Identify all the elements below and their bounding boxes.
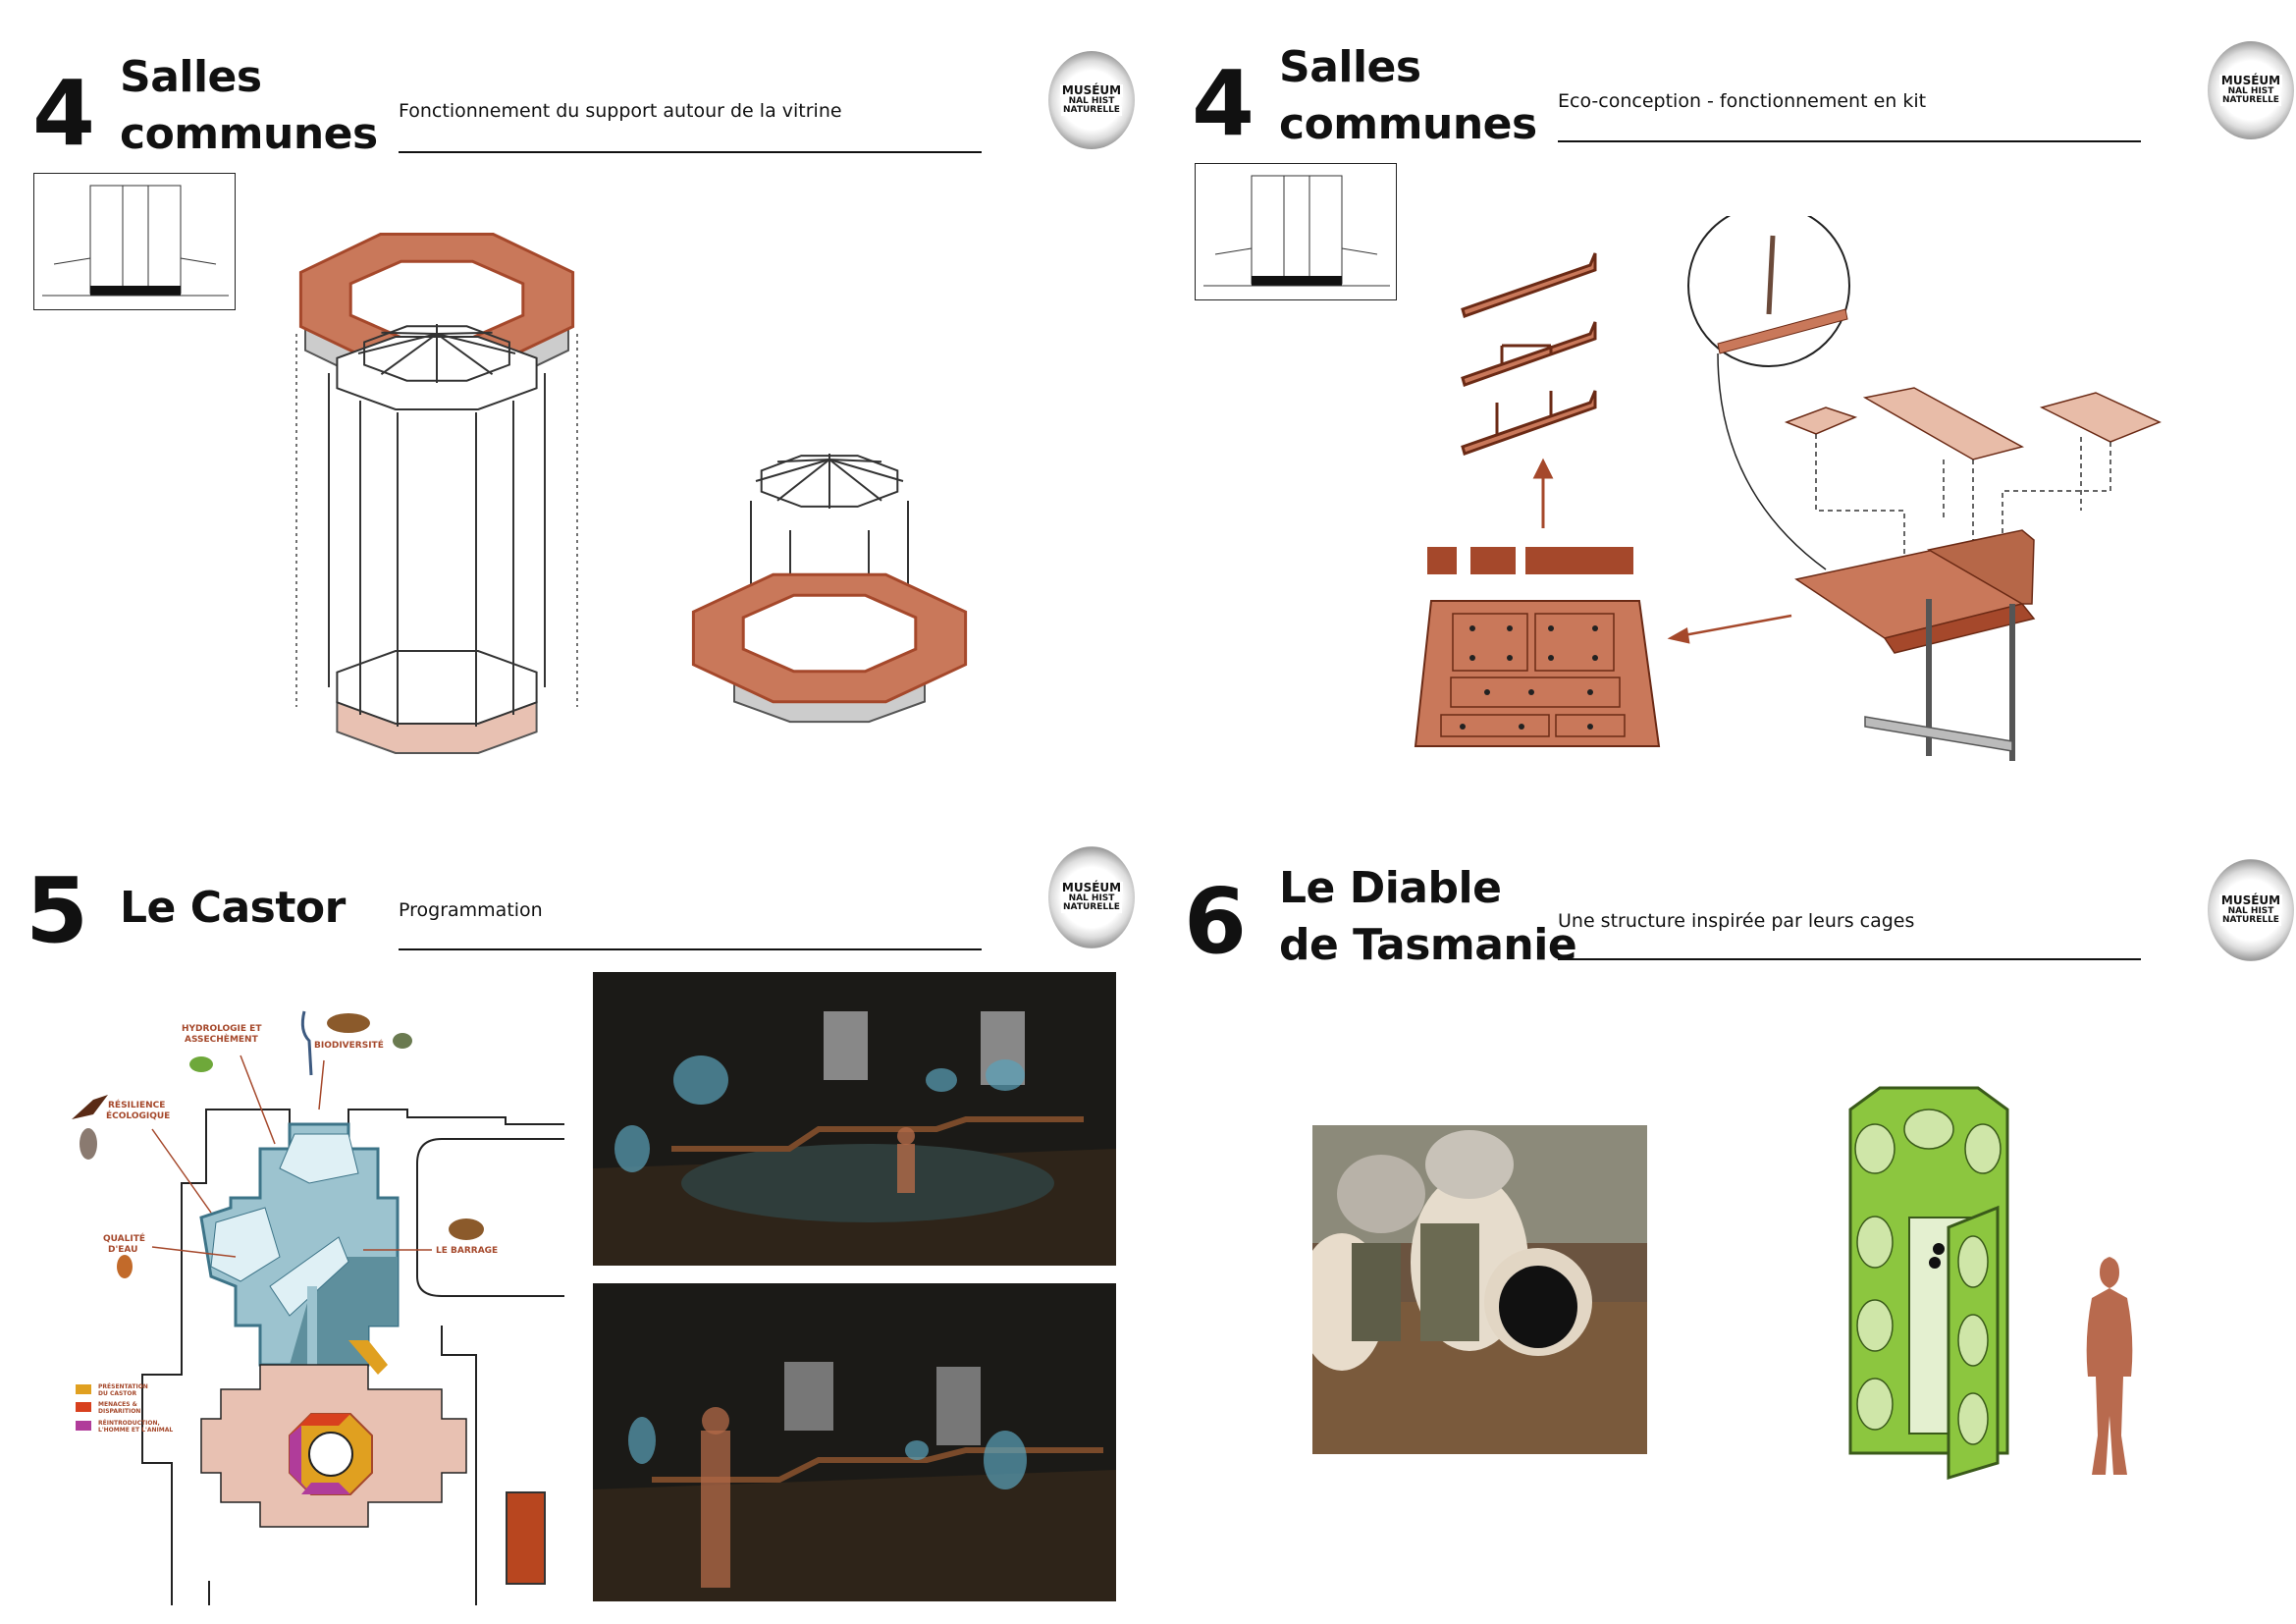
heron-icon [300,1010,313,1076]
cutting-board [1414,600,1661,747]
svg-text:MENACES &: MENACES & [98,1401,137,1408]
divider [1558,958,2141,960]
castor-render-2 [593,1283,1116,1601]
eagle-icon [72,1095,108,1119]
beaver-icon [449,1218,484,1240]
frame-line [828,459,882,463]
kit-assembly-diagram [1414,216,2162,761]
section-subtitle: Programmation [399,899,543,921]
animal-icons [72,1010,484,1278]
human-silhouette [2086,1257,2133,1475]
ring-opening [741,593,918,674]
section-title: Salles communes [120,49,378,163]
section-subtitle: Eco-conception - fonctionnement en kit [1558,90,1927,112]
frog-icon [189,1056,213,1072]
vitrine-bottom [336,650,538,725]
divider [1558,140,2141,142]
exploded-desk [1784,387,2162,761]
divider [399,948,982,950]
label-ecologique: ÉCOLOGIQUE [106,1110,170,1121]
section-title: Le Castor [120,883,346,933]
frame-line [436,333,516,354]
label-qualite: QUALITÉ [103,1232,145,1244]
duck-icon [393,1033,412,1049]
svg-text:DU CASTOR: DU CASTOR [98,1390,137,1397]
svg-text:PRÉSENTATION: PRÉSENTATION [98,1382,148,1390]
vitrine-support-diagram [295,233,968,754]
section-subtitle: Fonctionnement du support autour de la v… [399,100,842,122]
elevation-thumbnail [1195,163,1397,300]
svg-text:DISPARITION: DISPARITION [98,1408,140,1415]
divider [399,151,982,153]
map-inset-marker [506,1491,546,1585]
frame-line [436,331,493,335]
frame-line [828,459,882,502]
frame-line [381,331,438,335]
castor-render-1 [593,972,1116,1266]
section-title: Salles communes [1279,39,1537,153]
otter-icon [80,1128,97,1160]
screw-detail [1717,235,1848,354]
arrow-up-icon [1532,458,1554,528]
svg-text:L'HOMME ET L'ANIMAL: L'HOMME ET L'ANIMAL [98,1427,173,1434]
title-line: de Tasmanie [1279,920,1577,970]
label-hydrologie: HYDROLOGIE ET [182,1024,262,1034]
rail-parts [1461,252,1597,456]
frame-line [776,459,830,502]
title-line: communes [120,109,378,159]
building-outline [141,1109,564,1605]
frame-line [776,459,830,463]
label-assechement: ASSECHÈMENT [185,1033,259,1045]
vitrine-roof [363,325,510,382]
section-subtitle: Une structure inspirée par leurs cages [1558,910,1915,932]
map-leader-lines [151,1055,432,1258]
title-line: communes [1279,99,1537,149]
section-number: 5 [26,858,89,963]
title-line: Salles [120,52,262,102]
frame-line [828,459,904,482]
cut-blocks [1427,547,1633,574]
arrow-left-icon [1667,614,1792,644]
svg-text:RÉINTRODUCTION,: RÉINTRODUCTION, [98,1419,160,1427]
elevation-thumbnail [33,173,236,310]
section-number: 4 [1192,51,1255,156]
section-title: Le Diable de Tasmanie [1279,860,1577,974]
vitrine-roof [760,455,899,508]
tasmanian-devil-photo [1312,1125,1647,1454]
label-biodiversite: BIODIVERSITÉ [314,1039,384,1051]
beaver-icon [327,1013,370,1033]
castor-floor-plan: HYDROLOGIE ET ASSECHÈMENT BIODIVERSITÉ R… [72,1010,564,1605]
cage-structure-illustration [1848,1086,2133,1481]
title-line: Le Diable [1279,863,1502,913]
section-number: 6 [1184,869,1248,974]
frame-line [357,333,438,354]
frame-line [436,333,494,376]
kingfisher-icon [117,1255,133,1278]
title-line: Salles [1279,42,1421,92]
label-resilience: RÉSILIENCE [108,1099,165,1110]
label-barrage: LE BARRAGE [436,1246,498,1256]
frame-line [755,459,830,482]
label-eau: D'EAU [108,1245,137,1255]
frame-line [380,333,438,376]
section-number: 4 [32,61,96,166]
